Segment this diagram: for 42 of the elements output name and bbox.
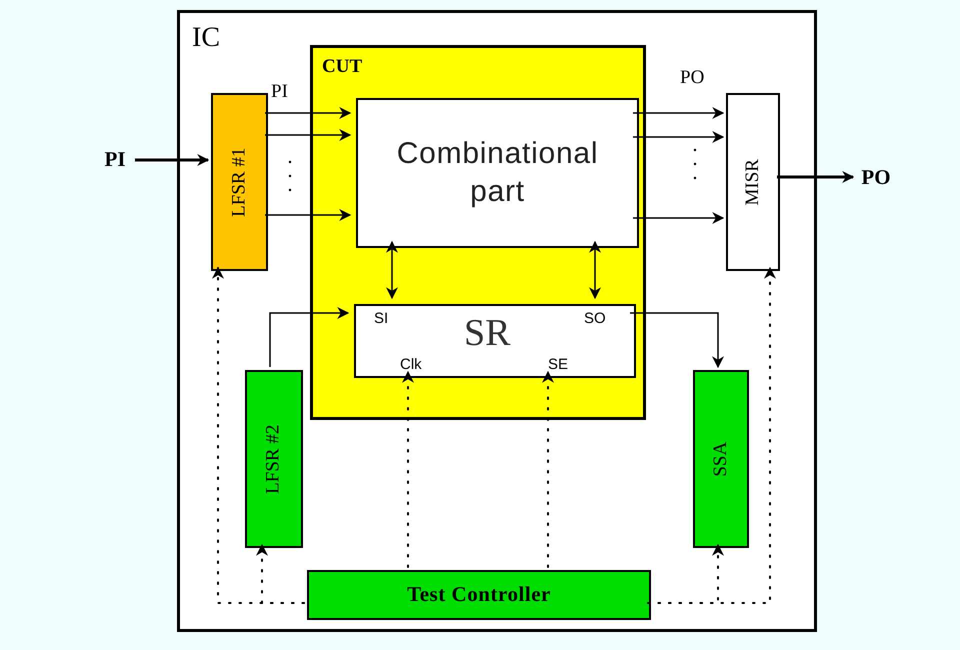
connector-arrow — [633, 107, 724, 119]
signal-label: PO — [680, 66, 704, 90]
connector-arrow — [402, 370, 414, 568]
connector-arrow — [265, 209, 352, 221]
port-label: SI — [374, 309, 388, 329]
connector-arrow — [265, 107, 352, 119]
port-label: SE — [548, 355, 568, 375]
connector-arrow — [633, 131, 724, 143]
register-box — [354, 304, 636, 378]
node-title: IC — [192, 21, 220, 55]
node-label: LFSR #1 — [227, 147, 250, 217]
chip-box — [177, 10, 817, 632]
connector-arrow — [135, 154, 210, 166]
connector-arrow — [386, 240, 398, 300]
connector-arrow — [630, 312, 724, 368]
node-label: MISR — [740, 158, 764, 206]
connector-arrow — [542, 370, 554, 568]
connector-arrow — [647, 544, 724, 604]
node-title: CUT — [322, 55, 362, 79]
node-label: Combinational part — [396, 136, 600, 210]
node-label: PI — [104, 146, 126, 174]
connector-arrow — [265, 129, 352, 141]
connector-arrow — [256, 544, 305, 604]
analyzer-box — [693, 370, 749, 548]
connector-arrow — [633, 212, 724, 224]
node-title: SR — [464, 314, 510, 352]
connector-arrow — [589, 240, 601, 300]
node-label: SSA — [708, 442, 732, 476]
signal-label: PI — [271, 80, 288, 104]
connector-arrow — [777, 171, 854, 183]
node-label: PO — [861, 164, 891, 192]
connector-arrow — [269, 307, 350, 367]
register-box — [726, 93, 780, 271]
generator-box — [245, 370, 303, 548]
port-label: SO — [584, 309, 606, 329]
port-label: Clk — [400, 355, 422, 375]
logic-box — [356, 98, 639, 248]
generator-box — [211, 93, 268, 271]
controller-box — [307, 570, 651, 620]
node-label: LFSR #2 — [262, 424, 285, 494]
circuit-under-test-box — [310, 45, 646, 420]
node-label: Test Controller — [407, 581, 551, 608]
